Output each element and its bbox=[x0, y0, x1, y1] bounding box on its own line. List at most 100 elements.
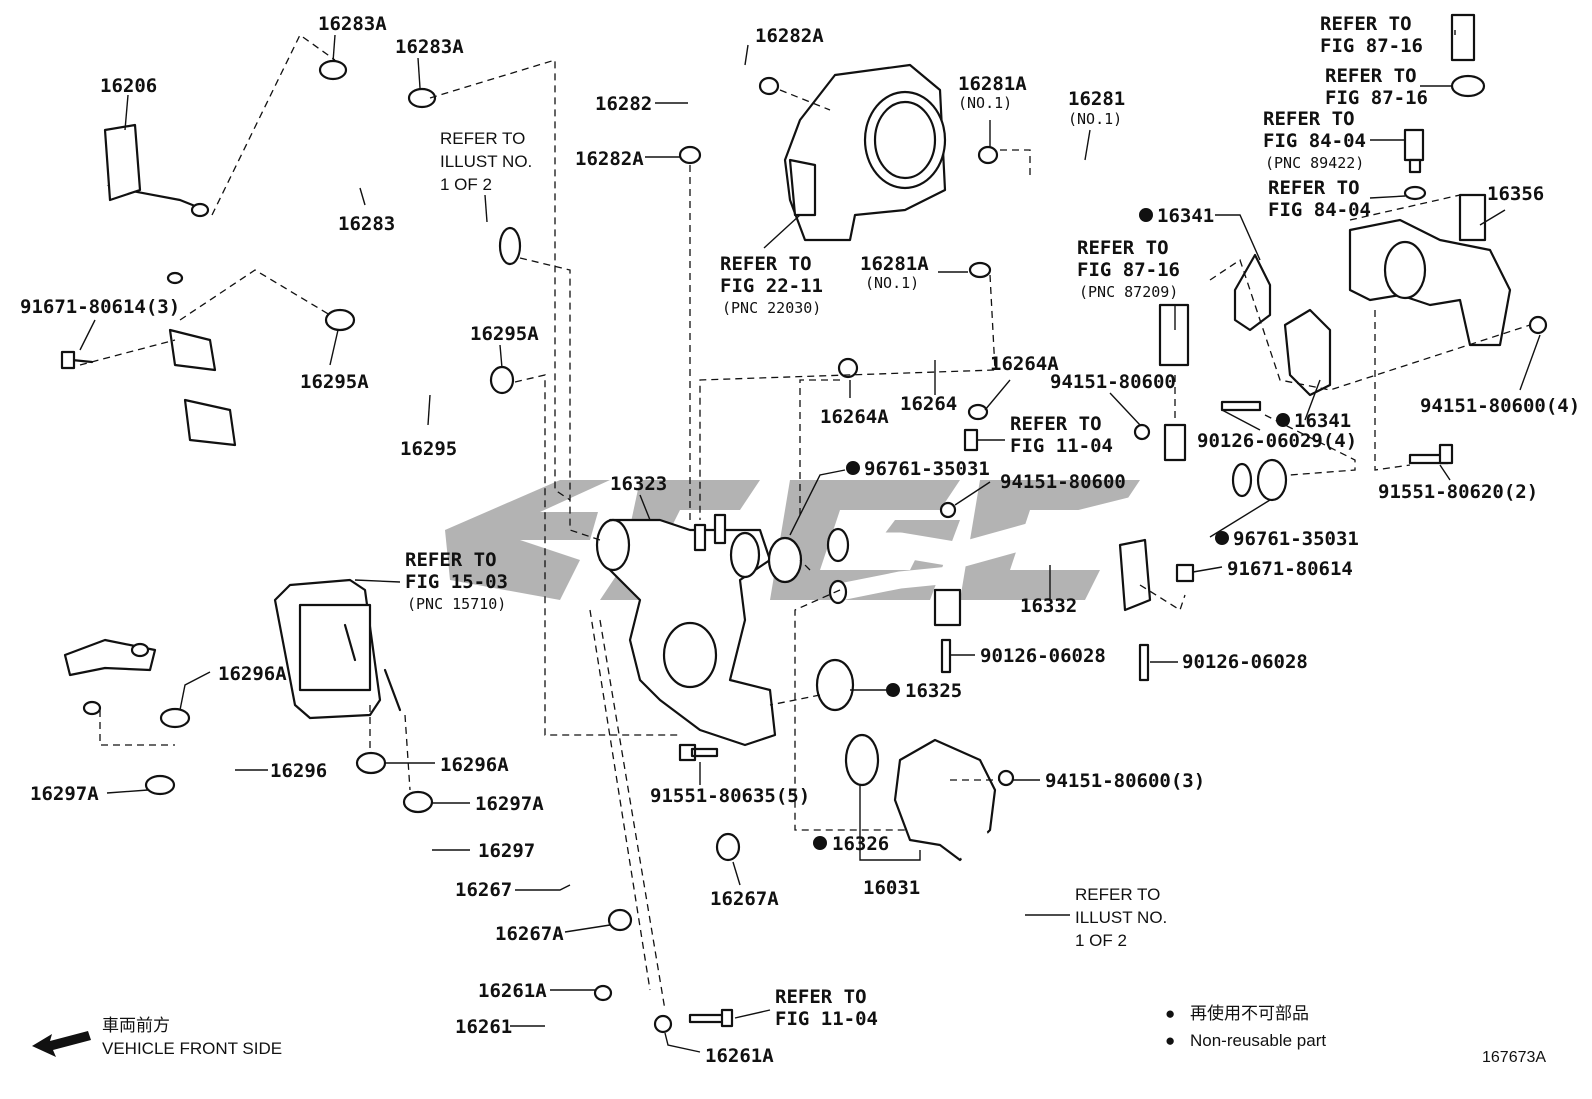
non-reusable-dot bbox=[1215, 531, 1229, 545]
bolt-fig-11-04-b bbox=[688, 1008, 734, 1028]
label-90126-06029-4: 90126-06029(4) bbox=[1197, 430, 1357, 452]
pipe-ref-top bbox=[429, 219, 522, 266]
label-91671-80614: 91671-80614 bbox=[1227, 558, 1353, 580]
label-16296: 16296 bbox=[270, 760, 327, 782]
nut-94151-right bbox=[1528, 315, 1548, 335]
vehicle-front-arrow bbox=[32, 1031, 91, 1057]
refer-to-text: 1 OF 2 bbox=[440, 175, 492, 194]
pipe-ref-bottom bbox=[972, 877, 1058, 1099]
refer-to-text: FIG 87-16 bbox=[1320, 35, 1423, 57]
label-16281A: 16281A bbox=[958, 73, 1027, 95]
label-91551-80620-2: 91551-80620(2) bbox=[1378, 481, 1538, 503]
hose-16297 bbox=[160, 820, 430, 950]
refer-to-text: FIG 11-04 bbox=[1010, 435, 1113, 457]
label-16295A: 16295A bbox=[300, 371, 369, 393]
label-no1: (NO.1) bbox=[958, 94, 1012, 112]
o-ring-96761-35031-b bbox=[1256, 458, 1288, 502]
label-16264A: 16264A bbox=[990, 353, 1059, 375]
label-94151-80600: 94151-80600 bbox=[1050, 371, 1176, 393]
label-16206: 16206 bbox=[100, 75, 157, 97]
label-16282: 16282 bbox=[595, 93, 652, 115]
refer-to-text: FIG 22-11 bbox=[720, 275, 823, 297]
stud-90126-06028-a bbox=[940, 638, 952, 674]
label-16264A: 16264A bbox=[820, 406, 889, 428]
direction-label-jp: 車両前方 bbox=[102, 1016, 170, 1035]
refer-to-text: (PNC 89422) bbox=[1265, 154, 1364, 172]
label-91671-80614-3: 91671-80614(3) bbox=[20, 296, 180, 318]
gasket-16341-right bbox=[1283, 308, 1332, 397]
nut-94151-80600-3 bbox=[997, 769, 1015, 787]
leader-lines bbox=[79, 30, 1541, 1053]
clamp-16295A-2 bbox=[489, 365, 515, 395]
refer-to-text: REFER TO bbox=[405, 549, 497, 571]
label-16326: 16326 bbox=[832, 833, 889, 855]
label-no1: (NO.1) bbox=[865, 274, 919, 292]
refer-to-text: REFER TO bbox=[1075, 885, 1160, 904]
refer-to-text: FIG 84-04 bbox=[1268, 199, 1371, 221]
label-90126-06028: 90126-06028 bbox=[980, 645, 1106, 667]
label-16261A: 16261A bbox=[478, 980, 547, 1002]
nut-94151-center bbox=[1133, 423, 1151, 441]
label-16267: 16267 bbox=[455, 879, 512, 901]
clamp-16281A-2 bbox=[968, 261, 992, 279]
label-16323: 16323 bbox=[610, 473, 667, 495]
label-16297A: 16297A bbox=[30, 783, 99, 805]
label-16297: 16297 bbox=[478, 840, 535, 862]
refer-to-text: REFER TO bbox=[1010, 413, 1102, 435]
refer-to-text: FIG 84-04 bbox=[1263, 130, 1366, 152]
refer-to-text: REFER TO bbox=[1263, 108, 1355, 130]
label-94151-80600-3: 94151-80600(3) bbox=[1045, 770, 1205, 792]
clamp-16296A-2 bbox=[355, 751, 387, 775]
label-16295: 16295 bbox=[400, 438, 457, 460]
bolt-91671-80614-left bbox=[60, 350, 94, 370]
legend-dot: ● bbox=[1165, 1031, 1175, 1050]
clamp-16264A-2 bbox=[967, 403, 989, 421]
clamp-16283A-2 bbox=[407, 87, 437, 109]
o-ring-16325 bbox=[815, 658, 855, 712]
clamp-16297A-2 bbox=[402, 790, 434, 814]
clamp-16282A-2 bbox=[678, 145, 702, 165]
hose-16282 bbox=[681, 53, 752, 137]
refer-to-text: 1 OF 2 bbox=[1075, 931, 1127, 950]
thermostat-housing-16031 bbox=[893, 738, 1002, 887]
label-16281: 16281 bbox=[1068, 88, 1125, 110]
bolt-91551-80620 bbox=[1408, 443, 1454, 465]
legend-text-jp: 再使用不可部品 bbox=[1190, 1003, 1309, 1023]
refer-to-text: REFER TO bbox=[1320, 13, 1412, 35]
bolt-91671-80614-right bbox=[1175, 563, 1195, 583]
label-16282A: 16282A bbox=[755, 25, 824, 47]
label-16283A: 16283A bbox=[318, 13, 387, 35]
label-16296A: 16296A bbox=[440, 754, 509, 776]
clamp-16261A-1 bbox=[593, 984, 613, 1002]
bypass-pipe-16332 bbox=[826, 423, 1253, 627]
refer-to-text: FIG 15-03 bbox=[405, 571, 508, 593]
bolt-91551-80635 bbox=[678, 743, 719, 762]
refer-to-text: REFER TO bbox=[1268, 177, 1360, 199]
refer-to-text: ILLUST NO. bbox=[1075, 908, 1167, 927]
refer-to-text: (PNC 22030) bbox=[722, 299, 821, 317]
refer-to-text: FIG 87-16 bbox=[1077, 259, 1180, 281]
refer-to-text: FIG 11-04 bbox=[775, 1008, 878, 1030]
clamp-16296A-1 bbox=[159, 707, 191, 729]
figure-id: 167673A bbox=[1482, 1049, 1546, 1066]
water-inlet-16323 bbox=[595, 513, 777, 747]
label-16332: 16332 bbox=[1020, 595, 1077, 617]
direction-label-en: VEHICLE FRONT SIDE bbox=[102, 1039, 282, 1058]
hose-16283 bbox=[321, 91, 409, 194]
clamp-16261A-2 bbox=[653, 1014, 673, 1034]
non-reusable-dot bbox=[886, 683, 900, 697]
refer-to-text: (PNC 87209) bbox=[1079, 283, 1178, 301]
oil-cooler-15710 bbox=[273, 578, 402, 720]
label-16341: 16341 bbox=[1157, 205, 1214, 227]
throttle-body bbox=[783, 63, 947, 242]
clamp-16283A-1 bbox=[318, 59, 348, 81]
label-16325: 16325 bbox=[905, 680, 962, 702]
non-reusable-dot bbox=[1139, 208, 1153, 222]
label-16261: 16261 bbox=[455, 1016, 512, 1038]
label-16267A: 16267A bbox=[710, 888, 779, 910]
refer-to-text: REFER TO bbox=[440, 129, 525, 148]
ref-pipe-top-right bbox=[1450, 13, 1486, 98]
label-91551-80635-5: 91551-80635(5) bbox=[650, 785, 810, 807]
label-16283: 16283 bbox=[338, 213, 395, 235]
